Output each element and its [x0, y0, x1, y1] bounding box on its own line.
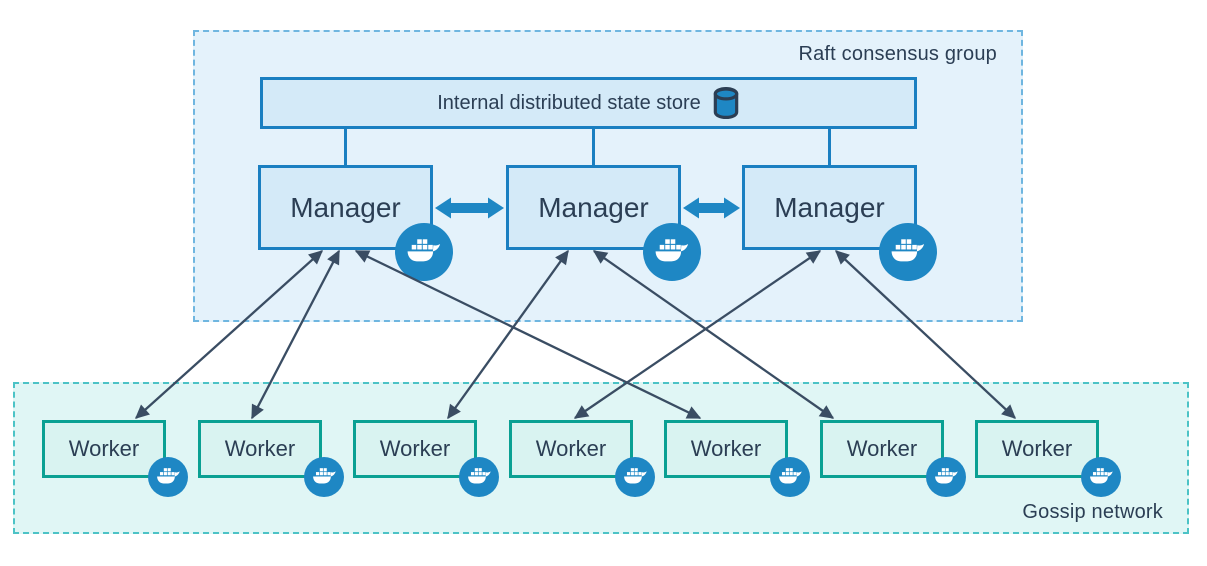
worker-box-7: Worker [975, 420, 1121, 497]
docker-whale-icon [879, 223, 937, 281]
database-cylinder-icon [712, 87, 740, 119]
worker-label: Worker [379, 436, 451, 461]
worker-box-2: Worker [198, 420, 344, 497]
docker-whale-icon [770, 457, 810, 497]
manager-label: Manager [290, 191, 401, 223]
manager-box-2: Manager [506, 165, 701, 281]
raft-consensus-group-label: Raft consensus group [798, 43, 997, 65]
docker-whale-icon [304, 457, 344, 497]
manager-label: Manager [774, 191, 885, 223]
docker-whale-icon [459, 457, 499, 497]
worker-label: Worker [1001, 436, 1073, 461]
docker-whale-icon [643, 223, 701, 281]
docker-whale-icon [1081, 457, 1121, 497]
worker-label: Worker [690, 436, 762, 461]
manager-box-3: Manager [742, 165, 937, 281]
gossip-network-label: Gossip network [1022, 501, 1163, 523]
docker-whale-icon [395, 223, 453, 281]
worker-label: Worker [224, 436, 296, 461]
worker-box-4: Worker [509, 420, 655, 497]
docker-whale-icon [615, 457, 655, 497]
state-store-label: Internal distributed state store [437, 91, 701, 114]
worker-box-1: Worker [42, 420, 188, 497]
worker-box-3: Worker [353, 420, 499, 497]
worker-box-5: Worker [664, 420, 810, 497]
worker-label: Worker [846, 436, 918, 461]
manager-label: Manager [538, 191, 649, 223]
manager-box-1: Manager [258, 165, 453, 281]
worker-box-6: Worker [820, 420, 966, 497]
worker-label: Worker [535, 436, 607, 461]
state-store-box: Internal distributed state store [260, 77, 917, 129]
docker-whale-icon [148, 457, 188, 497]
worker-label: Worker [68, 436, 140, 461]
docker-whale-icon [926, 457, 966, 497]
